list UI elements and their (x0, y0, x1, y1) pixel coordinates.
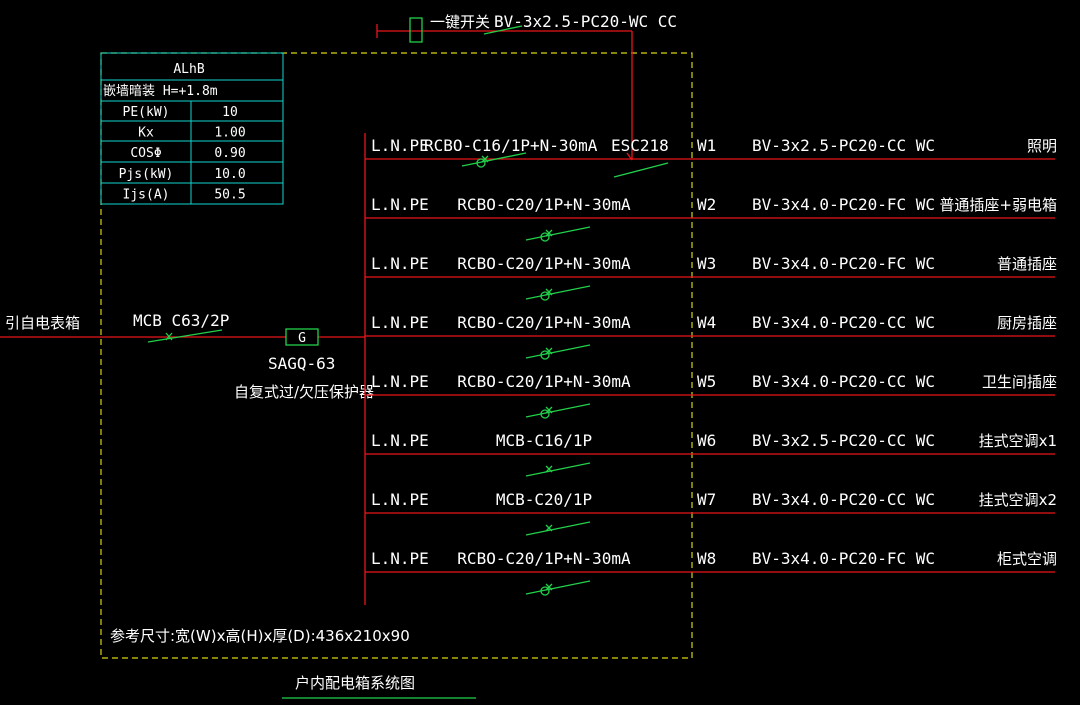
breaker-symbol (525, 403, 591, 418)
table-title: ALhB (173, 62, 204, 77)
switch-coil-symbol (409, 17, 423, 43)
circuit-id: W7 (697, 490, 716, 509)
table-row-value: 50.5 (214, 187, 245, 202)
main-breaker-symbol (147, 329, 223, 343)
rcd-symbol (476, 158, 486, 168)
table-subtitle: 嵌墙暗装 H=+1.8m (103, 84, 218, 99)
circuit-w8: L.N.PE RCBO-C20/1P+N-30mA W8 BV-3x4.0-PC20-… (365, 549, 1057, 596)
circuit-breaker-label: MCB-C16/1P (496, 431, 592, 450)
rcd-symbol (540, 409, 550, 419)
circuit-id: W3 (697, 254, 716, 273)
circuit-cable: BV-3x4.0-PC20-CC WC (752, 490, 935, 509)
circuit-phase: L.N.PE (371, 195, 429, 214)
protector-symbol (285, 328, 319, 346)
top-switch-assembly: 一键开关 BV-3x2.5-PC20-WC CC (376, 12, 677, 161)
circuit-w3: L.N.PE RCBO-C20/1P+N-30mA W3 BV-3x4.0-PC20-… (365, 254, 1057, 301)
circuit-extra-device: ESC218 (611, 136, 669, 155)
diagram-title: 户内配电箱系统图 (295, 674, 415, 692)
circuit-load: 卫生间插座 (982, 373, 1057, 391)
circuit-breaker-label: RCBO-C20/1P+N-30mA (457, 372, 631, 391)
circuit-w2: L.N.PE RCBO-C20/1P+N-30mA W2 BV-3x4.0-PC20-… (365, 195, 1057, 242)
circuit-phase: L.N.PE (371, 254, 429, 273)
table-row-label: Kx (138, 126, 154, 141)
circuit-id: W2 (697, 195, 716, 214)
main-breaker-label: MCB C63/2P (133, 311, 229, 330)
circuit-phase: L.N.PE (371, 549, 429, 568)
circuit-w5: L.N.PE RCBO-C20/1P+N-30mA W5 BV-3x4.0-PC20-… (365, 372, 1057, 419)
incoming-feeder: 引自电表箱 MCB C63/2P G SAGQ-63 自复式过/欠压保护器 (0, 311, 374, 401)
circuit-id: W5 (697, 372, 716, 391)
circuit-id: W1 (697, 136, 716, 155)
circuit-load: 厨房插座 (997, 314, 1057, 332)
top-switch-label: 一键开关 (430, 13, 490, 31)
breaker-symbol (525, 521, 591, 536)
circuit-id: W8 (697, 549, 716, 568)
protector-description: 自复式过/欠压保护器 (234, 383, 374, 401)
circuit-cable: BV-3x4.0-PC20-CC WC (752, 372, 935, 391)
circuit-breaker-label: RCBO-C20/1P+N-30mA (457, 313, 631, 332)
circuit-load: 普通插座+弱电箱 (939, 196, 1057, 214)
rcd-symbol (540, 232, 550, 242)
breaker-symbol (525, 344, 591, 359)
circuit-breaker-label: RCBO-C16/1P+N-30mA (424, 136, 598, 155)
table-row-label: Pjs(kW) (119, 167, 174, 182)
circuit-breaker-label: RCBO-C20/1P+N-30mA (457, 254, 631, 273)
breaker-symbol (525, 580, 591, 595)
dimensions-note: 参考尺寸:宽(W)x高(H)x厚(D):436x210x90 (110, 627, 410, 645)
circuit-cable: BV-3x2.5-PC20-CC WC (752, 431, 935, 450)
circuit-breaker-label: RCBO-C20/1P+N-30mA (457, 549, 631, 568)
circuit-breaker-label: MCB-C20/1P (496, 490, 592, 509)
table-row-label: PE(kW) (123, 105, 170, 120)
table-row-value: 10 (222, 105, 238, 120)
circuit-w7: L.N.PE MCB-C20/1P W7 BV-3x4.0-PC20-CC WC 挂式空… (365, 490, 1057, 536)
circuit-cable: BV-3x2.5-PC20-CC WC (752, 136, 935, 155)
table-row-label: COSΦ (130, 146, 161, 161)
breaker-symbol (461, 152, 527, 167)
table-row-label: Ijs(A) (123, 187, 170, 202)
circuit-id: W4 (697, 313, 716, 332)
table-row-value: 0.90 (214, 146, 245, 161)
breaker-symbol (525, 226, 591, 241)
extra-switch-symbol (613, 162, 669, 178)
circuit-w4: L.N.PE RCBO-C20/1P+N-30mA W4 BV-3x4.0-PC20-… (365, 313, 1057, 360)
circuit-load: 照明 (1027, 137, 1057, 155)
rcd-symbol (540, 291, 550, 301)
circuit-phase: L.N.PE (371, 372, 429, 391)
circuit-load: 挂式空调x1 (979, 432, 1057, 450)
circuit-load: 柜式空调 (997, 550, 1057, 568)
circuit-breaker-label: RCBO-C20/1P+N-30mA (457, 195, 631, 214)
circuit-phase: L.N.PE (371, 490, 429, 509)
top-switch-cable: BV-3x2.5-PC20-WC CC (494, 12, 677, 31)
circuit-id: W6 (697, 431, 716, 450)
circuit-w6: L.N.PE MCB-C16/1P W6 BV-3x2.5-PC20-CC WC 挂式空… (365, 431, 1057, 477)
rcd-symbol (540, 586, 550, 596)
enclosure-outline (100, 52, 693, 659)
breaker-symbol (525, 462, 591, 477)
protector-symbol-letter: G (298, 331, 306, 346)
rcd-symbol (540, 350, 550, 360)
circuit-cable: BV-3x4.0-PC20-CC WC (752, 313, 935, 332)
incoming-source: 引自电表箱 (5, 314, 80, 332)
circuit-load: 普通插座 (997, 255, 1057, 273)
circuit-phase: L.N.PE (371, 313, 429, 332)
circuit-cable: BV-3x4.0-PC20-FC WC (752, 254, 935, 273)
circuit-load: 挂式空调x2 (979, 491, 1057, 509)
circuit-cable: BV-3x4.0-PC20-FC WC (752, 549, 935, 568)
table-row-value: 1.00 (214, 126, 245, 141)
table-row-value: 10.0 (214, 167, 245, 182)
breaker-symbol (525, 285, 591, 300)
circuit-phase: L.N.PE (371, 136, 429, 155)
protector-model: SAGQ-63 (268, 354, 335, 373)
circuit-phase: L.N.PE (371, 431, 429, 450)
circuit-cable: BV-3x4.0-PC20-FC WC (752, 195, 935, 214)
